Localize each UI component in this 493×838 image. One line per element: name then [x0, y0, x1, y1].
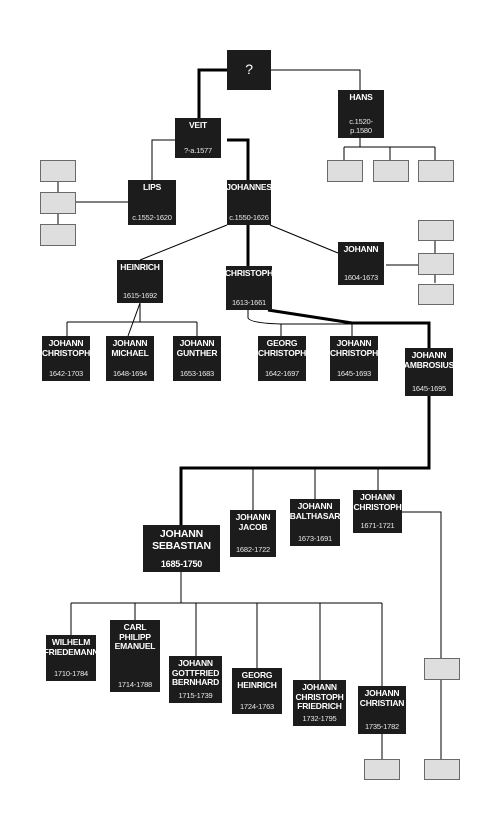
placeholder-box — [327, 160, 363, 182]
placeholder-box — [364, 759, 400, 780]
node-dates: 1648-1694 — [112, 369, 148, 378]
node-name: JOHANN AMBROSIUS — [403, 350, 455, 370]
node-name: JOHANN MICHAEL — [111, 338, 149, 358]
line-christoph-children — [247, 303, 353, 336]
node-name: HANS — [349, 92, 373, 102]
johann-gunther-node: JOHANN GUNTHER 1653-1683 — [173, 336, 221, 381]
node-name: CARL PHILIPP EMANUEL — [114, 622, 156, 651]
node-name: JOHANN — [343, 244, 379, 254]
node-dates: 1671-1721 — [360, 521, 395, 530]
node-dates: c.1520-p.1580 — [349, 117, 373, 135]
node-dates: ?-a.1577 — [183, 146, 212, 155]
node-dates: c.1552-1620 — [132, 213, 172, 222]
node-dates: 1673-1691 — [297, 534, 333, 543]
wilhelm-friedemann-node: WILHELM FRIEDEMANN 1710-1784 — [43, 635, 99, 681]
node-name: JOHANN BALTHASAR — [289, 501, 341, 521]
placeholder-box — [418, 220, 454, 241]
node-dates: 1653-1683 — [179, 369, 215, 378]
johann-christoph-1642-node: JOHANN CHRISTOPH 1642-1703 — [42, 336, 90, 381]
johann-christoph-friedrich-node: JOHANN CHRISTOPH FRIEDRICH 1732-1795 — [293, 680, 346, 726]
node-name: JOHANN CHRISTOPH FRIEDRICH — [295, 682, 344, 711]
line-veit-johannes — [227, 138, 250, 180]
line-johannes-johann — [269, 224, 339, 254]
johann-christian-node: JOHANN CHRISTIAN 1735-1782 — [358, 686, 406, 734]
node-name: JOHANN JACOB — [235, 512, 271, 532]
node-name: JOHANNES — [226, 182, 272, 192]
node-dates: 1715-1739 — [178, 691, 213, 700]
line-js-children — [70, 572, 383, 759]
node-dates: 1735-1782 — [364, 722, 400, 731]
node-name: JOHANN GUNTHER — [176, 338, 218, 358]
line-root-hans — [271, 69, 361, 90]
johann-ambrosius-node: JOHANN AMBROSIUS 1645-1695 — [403, 348, 455, 396]
node-dates: 1642-1697 — [264, 369, 300, 378]
node-dates: 1645-1693 — [336, 369, 372, 378]
placeholder-box — [418, 284, 454, 305]
node-dates: 1724-1763 — [239, 702, 275, 711]
line-heinrich-children — [66, 302, 198, 337]
placeholder-box — [40, 160, 76, 182]
node-dates: 1732-1795 — [302, 714, 337, 723]
christoph-node: CHRISTOPH 1613-1661 — [224, 266, 274, 310]
placeholder-box — [40, 224, 76, 246]
johannes-node: JOHANNES c.1550-1626 — [226, 180, 272, 225]
node-dates: 1685-1750 — [160, 559, 203, 569]
georg-heinrich-node: GEORG HEINRICH 1724-1763 — [232, 668, 282, 714]
node-dates: 1645-1695 — [411, 384, 447, 393]
johann-christoph-1645-node: JOHANN CHRISTOPH 1645-1693 — [330, 336, 378, 381]
node-dates: 1710-1784 — [53, 669, 89, 678]
node-dates: 1615-1692 — [122, 291, 158, 300]
node-dates: 1682-1722 — [235, 545, 271, 554]
placeholder-box — [418, 253, 454, 275]
node-name: GEORG CHRISTOPH — [257, 338, 307, 358]
placeholder-box — [424, 759, 460, 780]
node-name: LIPS — [142, 182, 162, 192]
carl-philipp-emanuel-node: CARL PHILIPP EMANUEL 1714-1788 — [110, 620, 160, 692]
line-johannes-heinrich — [139, 224, 228, 261]
node-dates: 1642-1703 — [48, 369, 84, 378]
node-name: CHRISTOPH — [224, 268, 274, 278]
johann-balthasar-node: JOHANN BALTHASAR 1673-1691 — [290, 499, 340, 546]
node-dates: 1613-1661 — [231, 298, 267, 307]
unknown-ancestor-node: ? — [227, 50, 271, 90]
node-name: JOHANN CHRISTOPH — [353, 492, 402, 512]
node-name: JOHANN CHRISTOPH — [329, 338, 379, 358]
node-name: JOHANN CHRISTIAN — [359, 688, 405, 708]
placeholder-box — [418, 160, 454, 182]
johann-michael-node: JOHANN MICHAEL 1648-1694 — [106, 336, 154, 381]
node-dates: 1714-1788 — [117, 680, 153, 689]
node-name: JOHANN GOTTFRIED BERNHARD — [171, 658, 220, 687]
georg-christoph-node: GEORG CHRISTOPH 1642-1697 — [258, 336, 306, 381]
line-root-veit — [197, 68, 227, 118]
node-name: ? — [245, 61, 253, 78]
johann-christoph-1671-node: JOHANN CHRISTOPH 1671-1721 — [353, 490, 402, 533]
placeholder-box — [424, 658, 460, 680]
line-jc1671-children — [402, 511, 442, 760]
placeholder-box — [40, 192, 76, 214]
lips-node: LIPS c.1552-1620 — [128, 180, 176, 225]
node-name: JOHANN SEBASTIAN — [152, 528, 211, 552]
johann-gottfried-bernhard-node: JOHANN GOTTFRIED BERNHARD 1715-1739 — [169, 656, 222, 703]
node-dates: c.1550-1626 — [229, 213, 269, 222]
node-name: WILHELM FRIEDEMANN — [43, 637, 99, 657]
node-dates: 1604-1673 — [343, 273, 379, 282]
line-ambrosius-children — [179, 396, 431, 525]
johann-1604-node: JOHANN 1604-1673 — [338, 242, 384, 285]
line-hans-children — [343, 138, 436, 160]
line-christoph-ambrosius — [267, 308, 431, 348]
heinrich-node: HEINRICH 1615-1692 — [117, 260, 163, 303]
johann-sebastian-node: JOHANN SEBASTIAN 1685-1750 — [143, 525, 220, 572]
hans-node: HANS c.1520-p.1580 — [338, 90, 384, 138]
node-name: GEORG HEINRICH — [237, 670, 277, 690]
veit-node: VEIT ?-a.1577 — [175, 118, 221, 158]
johann-jacob-node: JOHANN JACOB 1682-1722 — [230, 510, 276, 557]
placeholder-box — [373, 160, 409, 182]
node-name: JOHANN CHRISTOPH — [41, 338, 91, 358]
node-name: VEIT — [188, 120, 208, 130]
node-name: HEINRICH — [120, 262, 160, 272]
